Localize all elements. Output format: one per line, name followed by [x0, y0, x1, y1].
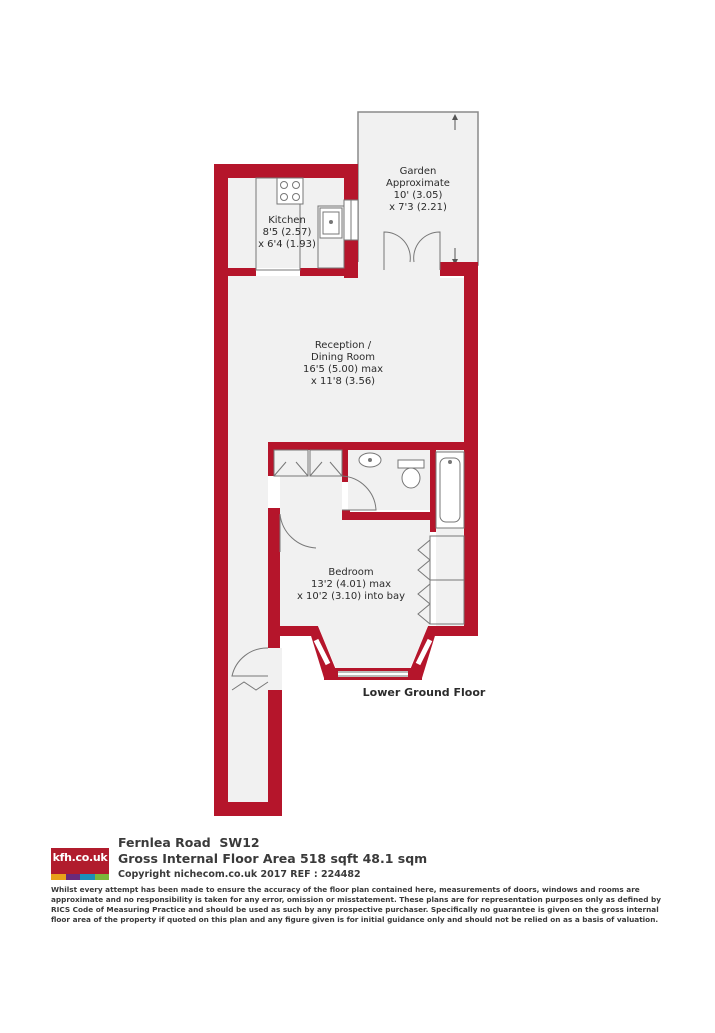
logo-bar-3 — [80, 874, 95, 880]
reception-dim-1: 16'5 (5.00) max — [303, 364, 383, 375]
toilet-icon — [397, 459, 425, 469]
kitchen-name: Kitchen — [268, 215, 306, 226]
garden-name: Garden — [400, 166, 437, 177]
room-labels: Garden Approximate 10' (3.05) x 7'3 (2.2… — [258, 166, 486, 699]
logo-bar-2 — [65, 874, 80, 880]
floor-plan: Garden Approximate 10' (3.05) x 7'3 (2.2… — [214, 111, 486, 816]
garden-dim-2: x 7'3 (2.21) — [389, 202, 447, 213]
hob-icon — [276, 177, 304, 205]
copyright: Copyright nichecom.co.uk 2017 REF : 2244… — [118, 869, 361, 880]
bedroom-dim-2: x 10'2 (3.10) into bay — [297, 591, 405, 602]
reception-name-2: Dining Room — [311, 352, 375, 363]
property-address: Fernlea Road SW12 — [118, 835, 260, 850]
kitchen-dim-2: x 6'4 (1.93) — [258, 239, 316, 250]
logo-bar-1 — [51, 874, 66, 880]
floor-label: Lower Ground Floor — [363, 686, 486, 699]
logo-bar-4 — [94, 874, 109, 880]
garden-name-2: Approximate — [386, 178, 450, 189]
logo-text: kfh.co.uk — [52, 851, 108, 864]
bedroom-dim-1: 13'2 (4.01) max — [311, 579, 391, 590]
fixtures — [231, 177, 465, 691]
reception-name: Reception / — [315, 340, 372, 351]
kfh-logo: kfh.co.uk — [51, 848, 109, 880]
disclaimer: Whilst every attempt has been made to en… — [51, 885, 661, 924]
bedroom-name: Bedroom — [328, 567, 373, 578]
kitchen-dim-1: 8'5 (2.57) — [263, 227, 312, 238]
french-doors-icon — [383, 231, 411, 270]
garden-area — [357, 111, 479, 266]
floor-area: Gross Internal Floor Area 518 sqft 48.1 … — [118, 851, 428, 866]
reception-dim-2: x 11'8 (3.56) — [311, 376, 375, 387]
bath-icon — [435, 451, 465, 529]
garden-dim-1: 10' (3.05) — [394, 190, 443, 201]
